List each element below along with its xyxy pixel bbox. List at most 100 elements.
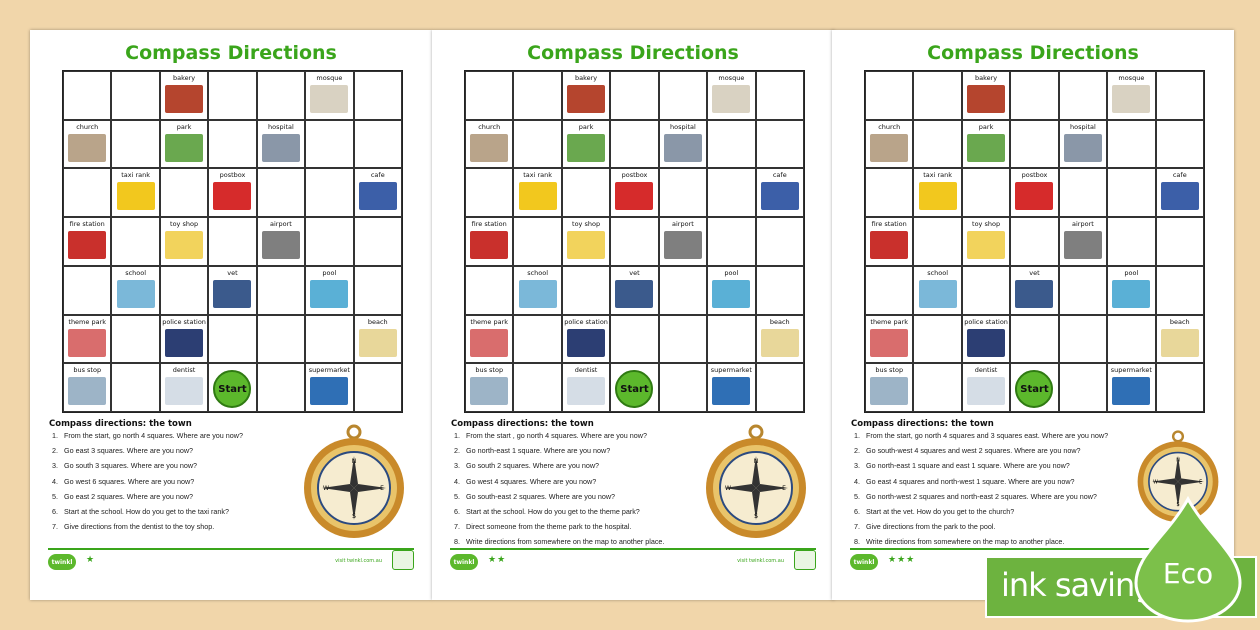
- questions-heading: Compass directions: the town: [451, 419, 594, 429]
- grid-cell: [305, 217, 354, 266]
- grid-cell: [707, 217, 756, 266]
- grid-cell: [1058, 71, 1108, 120]
- place-label: school: [527, 268, 549, 277]
- grid-cell: bus stop: [63, 363, 112, 412]
- question-text: Go north-east 1 square and east 1 square…: [866, 461, 1070, 471]
- question-text: Go south 3 squares. Where are you now?: [64, 461, 198, 471]
- taxi-rank-picture: [518, 182, 557, 211]
- grid-cell: [913, 314, 962, 364]
- start-marker: Start: [213, 370, 252, 409]
- question-item: 5.Go north-west 2 squares and north-east…: [854, 492, 1108, 507]
- question-number: 2.: [52, 446, 58, 456]
- quality-badge-icon: [794, 550, 816, 570]
- grid-cell: [1155, 71, 1204, 120]
- place-label: police station: [964, 317, 1008, 326]
- postbox-picture: [213, 182, 252, 211]
- grid-cell: theme park: [63, 314, 112, 364]
- grid-cell: [1155, 217, 1204, 266]
- grid-cell: [465, 71, 514, 120]
- question-number: 7.: [854, 522, 860, 532]
- svg-text:W: W: [725, 485, 731, 492]
- grid-cell: [961, 168, 1011, 218]
- footer-divider: [450, 548, 816, 550]
- question-item: 2.Go east 3 squares. Where are you now?: [52, 446, 243, 461]
- difficulty-stars: ★★★: [888, 555, 916, 565]
- grid-cell: mosque: [1107, 71, 1156, 120]
- question-text: Go west 6 squares. Where are you now?: [64, 476, 195, 486]
- theme-park-picture: [470, 328, 509, 357]
- toy-shop-picture: [967, 231, 1006, 260]
- place-label: beach: [769, 317, 790, 326]
- question-item: 6.Start at the school. How do you get to…: [52, 507, 243, 522]
- place-label: bus stop: [875, 366, 904, 375]
- hospital-picture: [663, 133, 702, 162]
- question-number: 2.: [854, 446, 860, 456]
- place-label: school: [927, 268, 949, 277]
- question-number: 1.: [854, 431, 860, 440]
- place-label: theme park: [68, 317, 107, 326]
- question-number: 5.: [52, 491, 58, 501]
- grid-cell: [755, 363, 804, 412]
- bakery-picture: [967, 85, 1006, 113]
- place-label: airport: [270, 220, 292, 229]
- supermarket-picture: [1112, 377, 1151, 406]
- question-item: 3.Go north-east 1 square and east 1 squa…: [854, 461, 1108, 476]
- grid-cell: [755, 119, 804, 169]
- grid-cell: [63, 71, 112, 120]
- ink-saving-label: ink saving: [1001, 566, 1155, 604]
- question-item: 7.Give directions from the park to the p…: [854, 522, 1108, 537]
- grid-cell: [658, 363, 708, 412]
- place-label: fire station: [871, 220, 907, 229]
- place-label: vet: [1029, 268, 1040, 277]
- theme-park-picture: [68, 328, 107, 357]
- twinkl-logo: twinkl: [850, 554, 878, 570]
- footer-url: visit twinkl.com.au: [737, 558, 784, 564]
- vet-picture: [1015, 279, 1054, 308]
- grid-cell: fire station: [865, 217, 914, 266]
- grid-cell: dentist: [159, 363, 209, 412]
- question-item: 3.Go south 2 squares. Where are you now?: [454, 461, 664, 476]
- grid-cell: [1107, 119, 1156, 169]
- grid-cell: [865, 168, 914, 218]
- question-item: 6.Start at the school. How do you get to…: [454, 507, 664, 522]
- place-label: park: [176, 122, 192, 131]
- question-item: 4.Go west 6 squares. Where are you now?: [52, 477, 243, 492]
- grid-cell: [865, 265, 914, 315]
- place-label: cafe: [370, 171, 385, 180]
- grid-cell: [1058, 314, 1108, 364]
- grid-cell: postbox: [610, 168, 659, 218]
- grid-cell: [1107, 314, 1156, 364]
- taxi-rank-picture: [918, 182, 957, 211]
- pool-picture: [1112, 279, 1151, 308]
- pool-picture: [310, 279, 349, 308]
- grid-cell: [353, 119, 402, 169]
- grid-cell: [707, 314, 756, 364]
- place-label: fire station: [69, 220, 105, 229]
- grid-cell: [208, 71, 257, 120]
- grid-cell: [111, 119, 160, 169]
- grid-cell: cafe: [755, 168, 804, 218]
- grid-cell: beach: [755, 314, 804, 364]
- fire-station-picture: [870, 231, 909, 260]
- place-label: pool: [724, 268, 739, 277]
- grid-cell: [305, 168, 354, 218]
- start-marker: Start: [1015, 370, 1054, 409]
- place-label: school: [125, 268, 147, 277]
- grid-cell: airport: [658, 217, 708, 266]
- grid-cell: [353, 265, 402, 315]
- grid-cell: police station: [961, 314, 1011, 364]
- grid-cell: supermarket: [1107, 363, 1156, 412]
- question-text: Start at the school. How do you get to t…: [466, 506, 640, 516]
- question-number: 5.: [854, 491, 860, 501]
- park-picture: [967, 133, 1006, 162]
- question-item: 1.From the start , go north 4 squares. W…: [454, 431, 664, 446]
- grid-cell: [1010, 119, 1059, 169]
- question-text: Direct someone from the theme park to th…: [466, 522, 632, 532]
- grid-cell: [755, 265, 804, 315]
- supermarket-picture: [310, 377, 349, 406]
- questions-list: 1.From the start, go north 4 squares. Wh…: [52, 431, 243, 537]
- question-item: 7.Direct someone from the theme park to …: [454, 522, 664, 537]
- grid-cell: [208, 314, 257, 364]
